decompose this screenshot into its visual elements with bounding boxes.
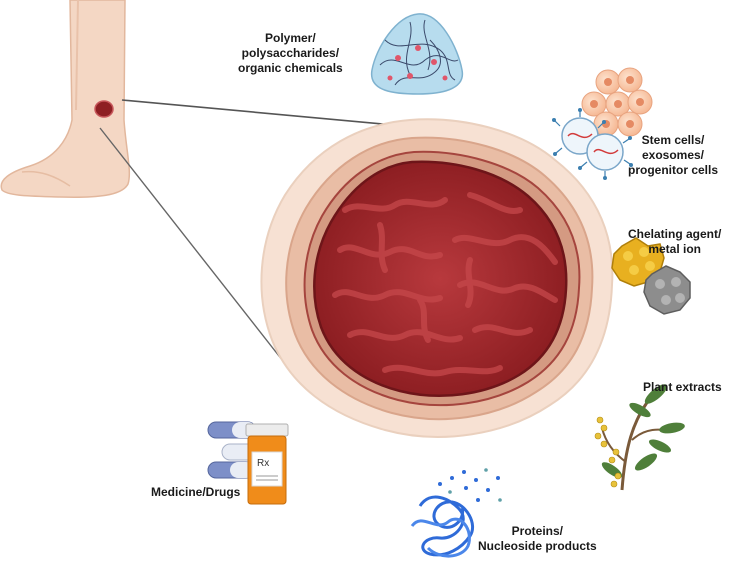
polymer-label: Polymer/ polysaccharides/ organic chemic… [238, 31, 343, 76]
exosome-icon [552, 108, 633, 180]
plant-label-line-1: Plant extracts [643, 380, 722, 394]
plant-branch-icon [594, 384, 685, 491]
proteins-label: Proteins/ Nucleoside products [478, 524, 597, 554]
chelating-label: Chelating agent/ metal ion [628, 227, 721, 257]
polymer-label-line-1: Polymer/ [265, 31, 316, 45]
proteins-label-line-2: Nucleoside products [478, 539, 597, 553]
proteins-label-line-1: Proteins/ [511, 524, 564, 538]
stem-cells-label-line-2: exosomes/ [641, 148, 705, 162]
leg-with-wound-icon [0, 0, 131, 198]
stem-cells-label-line-1: Stem cells/ [641, 133, 705, 147]
wound-closeup-icon [260, 118, 614, 438]
medicine-label-line-1: Medicine/Drugs [151, 485, 241, 499]
protein-structure-icon [410, 468, 502, 558]
polymer-label-line-2: polysaccharides/ [241, 46, 340, 60]
polymer-label-line-3: organic chemicals [238, 61, 343, 75]
stem-cells-label-line-3: progenitor cells [628, 163, 719, 177]
pill-bottle-icon [207, 421, 289, 505]
plant-label: Plant extracts [643, 380, 722, 395]
hydrogel-polymer-icon [371, 13, 464, 95]
chelating-label-line-1: Chelating agent/ [628, 227, 722, 241]
zoom-lines [99, 99, 384, 371]
stem-cells-label: Stem cells/ exosomes/ progenitor cells [628, 133, 718, 178]
medicine-label: Medicine/Drugs [151, 485, 240, 500]
chelating-label-line-2: metal ion [648, 242, 702, 256]
rx-symbol: Rx [257, 458, 270, 469]
metal-ion-crystal-icon [611, 237, 691, 315]
